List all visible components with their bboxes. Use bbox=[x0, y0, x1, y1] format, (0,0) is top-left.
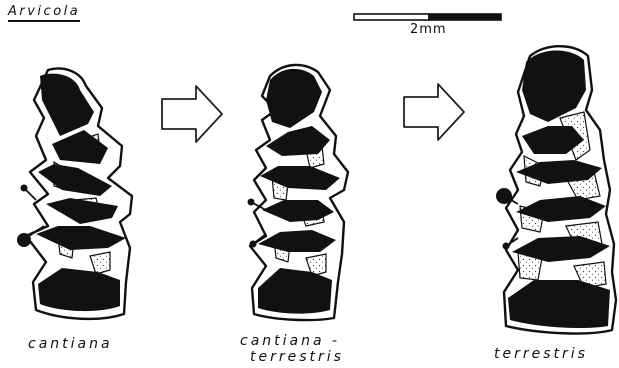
right-arrow-icon bbox=[404, 84, 464, 140]
genus-title: Arvicola bbox=[8, 4, 80, 22]
molar-cantiana bbox=[17, 69, 132, 319]
stage-label-cantiana-terrestris-line1: cantiana - bbox=[240, 333, 340, 349]
stage-label-terrestris: terrestris bbox=[494, 346, 588, 362]
molar-cantiana-terrestris bbox=[248, 65, 349, 320]
scale-bar-label: 2mm bbox=[410, 22, 447, 37]
molar-terrestris bbox=[496, 46, 616, 333]
right-arrow-icon bbox=[162, 86, 222, 142]
scale-bar bbox=[354, 14, 501, 20]
stage-label-cantiana: cantiana bbox=[28, 336, 113, 352]
stage-label-cantiana-terrestris-line2: terrestris bbox=[250, 349, 344, 365]
